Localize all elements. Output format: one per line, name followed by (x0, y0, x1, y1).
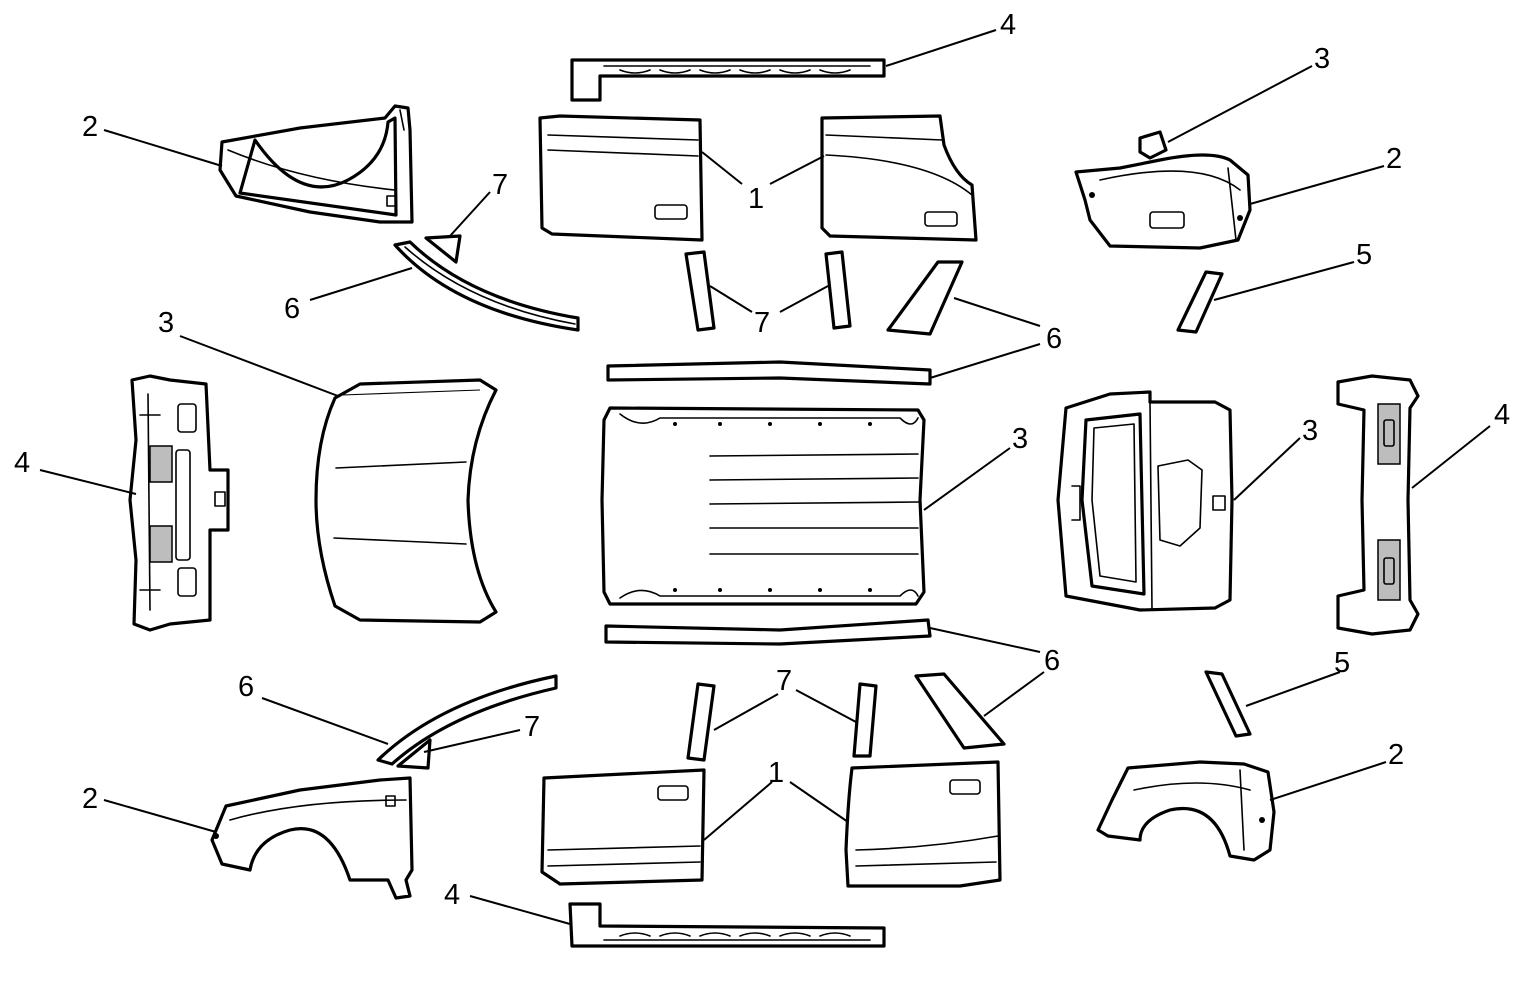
pillar-applique-upper-1 (684, 250, 716, 332)
callout-2: 2 (82, 783, 98, 815)
triangle-filler-lower-left (396, 738, 432, 770)
pillar-molding-lower-mid (914, 672, 1006, 750)
rear-quarter-panel-upper-right (1074, 153, 1252, 250)
fuel-filler-door (1138, 130, 1168, 160)
d-pillar-molding-upper (1176, 270, 1224, 334)
callout-3: 3 (1314, 43, 1330, 75)
pillar-applique-upper-2 (824, 250, 852, 330)
callout-4: 4 (14, 447, 30, 479)
pillar-molding-lower-left (376, 674, 558, 766)
callout-7: 7 (492, 169, 508, 201)
rear-quarter-panel-lower-right (1096, 760, 1276, 862)
callout-labels: 4 3 2 2 7 1 6 7 6 5 3 4 3 3 4 6 5 6 7 7 … (14, 9, 1510, 911)
pillar-applique-lower-2 (852, 682, 878, 758)
leader-lines (39, 29, 1491, 925)
callout-3: 3 (1302, 415, 1318, 447)
front-door-top (538, 114, 704, 242)
callout-3: 3 (1012, 423, 1028, 455)
callout-6: 6 (1044, 645, 1060, 677)
roof-molding-top (606, 360, 932, 386)
callout-7: 7 (776, 665, 792, 697)
rocker-panel-bottom (568, 902, 886, 948)
pillar-molding-upper-left (393, 240, 580, 332)
front-fender-lower-left (210, 776, 414, 900)
rear-door-top (820, 114, 978, 242)
callout-5: 5 (1334, 647, 1350, 679)
callout-6: 6 (1046, 323, 1062, 355)
callout-7: 7 (524, 711, 540, 743)
callout-6: 6 (238, 671, 254, 703)
callout-1: 1 (748, 183, 764, 215)
callout-7: 7 (754, 307, 770, 339)
callout-3: 3 (158, 307, 174, 339)
callout-5: 5 (1356, 239, 1372, 271)
callout-2: 2 (1388, 739, 1404, 771)
roof-molding-bottom (604, 618, 932, 646)
pillar-applique-lower-1 (686, 682, 716, 762)
rear-door-bottom (844, 760, 1002, 888)
rear-bumper-fascia (1336, 374, 1420, 636)
callout-4: 4 (444, 879, 460, 911)
callout-2: 2 (82, 111, 98, 143)
callout-1: 1 (768, 757, 784, 789)
rocker-panel-top (570, 58, 886, 102)
pillar-molding-upper-mid (886, 260, 964, 336)
liftgate (1056, 390, 1234, 612)
roof-panel (600, 406, 926, 606)
triangle-filler-upper-left (424, 234, 462, 264)
callout-6: 6 (284, 293, 300, 325)
d-pillar-molding-lower (1204, 670, 1252, 738)
callout-4: 4 (1494, 399, 1510, 431)
front-bumper-fascia (128, 374, 230, 632)
hood (314, 378, 498, 624)
front-fender-upper-left (218, 104, 414, 224)
front-door-bottom (540, 768, 706, 886)
callout-2: 2 (1386, 143, 1402, 175)
callout-4: 4 (1000, 9, 1016, 41)
